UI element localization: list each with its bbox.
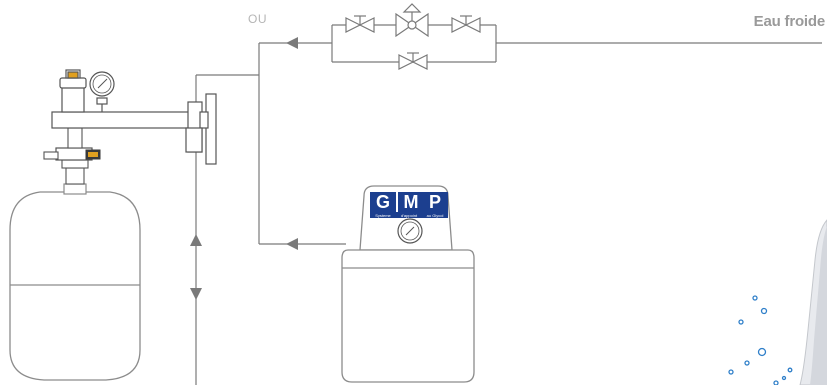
arrow-left-gmp <box>286 238 298 250</box>
logo-letter-g: G <box>376 192 390 212</box>
valve-bypass-1 <box>345 15 375 33</box>
gauge-needle <box>97 78 108 89</box>
arrow-up-system <box>190 234 202 246</box>
logo-letter-m: M <box>404 192 419 212</box>
manifold-bar <box>51 111 193 129</box>
arrow-left-top <box>286 37 298 49</box>
label-ou: OU <box>248 12 267 26</box>
arrow-down-system <box>190 288 202 300</box>
tank-body <box>9 191 141 381</box>
flow-arrows <box>190 37 298 300</box>
mixing-valve <box>395 3 429 38</box>
manifold-flange <box>205 93 217 165</box>
gmp-gauge-needle <box>405 226 415 236</box>
water-bubbles <box>728 295 793 385</box>
gmp-unit: G M P Systeme d'appoint au Glycol <box>341 185 475 383</box>
gmp-logo: G M P Systeme d'appoint au Glycol <box>370 192 448 218</box>
pipe-network <box>195 24 822 385</box>
logo-sub-3: au Glycol <box>427 213 444 218</box>
logo-letter-p: P <box>429 192 441 212</box>
valve-bypass-bottom <box>398 52 428 70</box>
label-eau-froide: Eau froide <box>753 13 826 30</box>
manifold <box>51 69 217 165</box>
expansion-tank <box>9 127 141 381</box>
gmp-body <box>341 249 475 383</box>
logo-sub-2: d'appoint <box>401 213 418 218</box>
logo-sub-1: Systeme <box>375 213 391 218</box>
air-vent-body <box>61 85 85 113</box>
storage-tank-partial <box>799 219 827 385</box>
tank-neck <box>63 183 87 195</box>
valve-bypass-2 <box>451 15 481 33</box>
